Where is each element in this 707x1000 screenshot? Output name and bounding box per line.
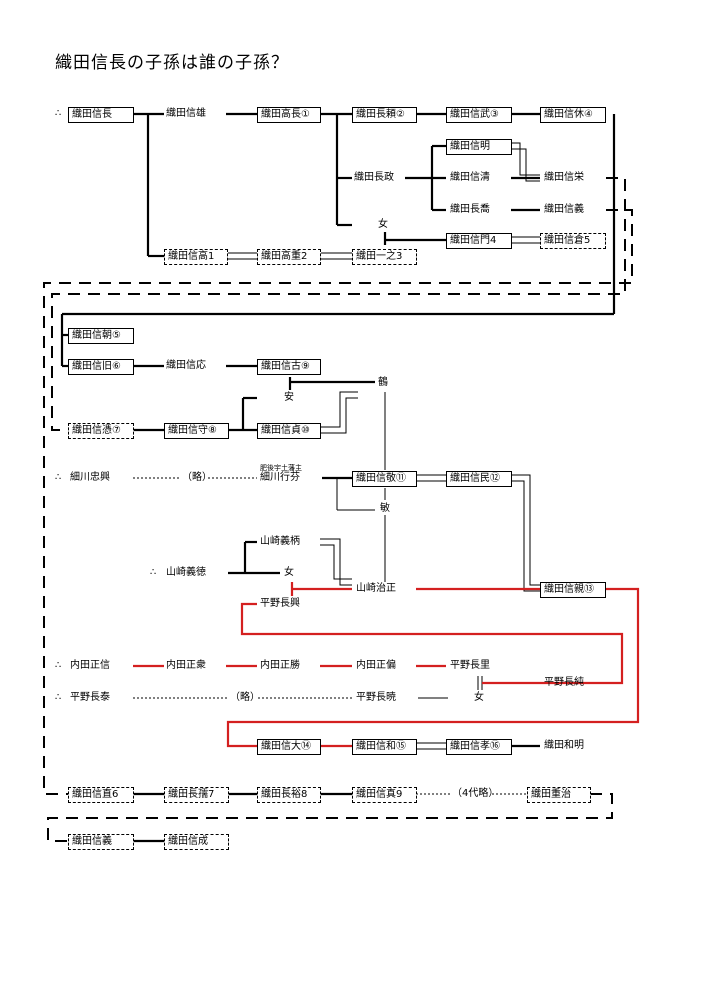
person-nobukazu: 織田信和⑮ [352, 739, 417, 755]
person-uchida-masanobu: 内田正信 [70, 660, 110, 671]
person-nobutomo: 織田信朝⑤ [68, 328, 134, 344]
omitted-4-generations: （4代略） [452, 788, 499, 799]
person-nagataka: 織田長喬 [450, 204, 490, 215]
person-yamazaki-harumasa: 山崎治正 [356, 583, 396, 594]
person-hirano-nagasato: 平野長里 [450, 660, 490, 671]
page-title: 織田信長の子孫は誰の子孫？ [55, 53, 289, 73]
red-lines [133, 582, 640, 748]
person-kazuaki: 織田和明 [544, 740, 584, 751]
person-nobuma: 織田信真9 [352, 787, 417, 803]
person-hirano-nagayasu: 平野長泰 [70, 692, 110, 703]
person-nobukado: 織田信門4 [446, 233, 512, 249]
person-nobumasa: 織田信応 [166, 360, 206, 371]
person-nobunori7: 織田信憑⑦ [68, 423, 134, 439]
person-nobuyoshi: 織田信義 [544, 204, 584, 215]
person-hosokawa-tadaoki: 細川忠興 [70, 472, 110, 483]
thin-lines [336, 392, 448, 699]
person-nobuyasu: 織田信休④ [540, 107, 606, 123]
dashed-lines [43, 177, 633, 842]
therefore-mark: ∴ [55, 108, 62, 119]
person-onna-2: 女 [284, 567, 294, 578]
person-uchida-masaoki: 内田正衆 [166, 660, 206, 671]
therefore-mark: ∴ [55, 660, 62, 671]
person-nobutaka1: 織田信高1 [164, 249, 228, 265]
person-nobutami: 織田信民⑫ [446, 471, 512, 487]
therefore-mark: ∴ [55, 692, 62, 703]
person-nobufuru: 織田信古⑨ [257, 359, 321, 375]
higo-uto-note: 肥後宇土藩主 [260, 464, 302, 472]
person-yasu: 安 [284, 392, 294, 403]
double-lines [226, 142, 540, 750]
therefore-mark: ∴ [150, 567, 157, 578]
person-nobuchika: 織田信親⑬ [540, 582, 606, 598]
person-nobuhiro: 織田信大⑭ [257, 739, 321, 755]
person-nobutake: 織田信武③ [446, 107, 512, 123]
person-nobukura: 織田信倉5 [540, 233, 606, 249]
person-shigeharu: 織田重治 [527, 787, 591, 803]
person-nobuhide: 織田信栄 [544, 172, 584, 183]
person-bin: 敏 [380, 503, 390, 514]
person-nobukiyo: 織田信清 [450, 172, 490, 183]
person-nobukatsu: 織田信雄 [166, 108, 206, 119]
person-uchida-masahen: 内田正偏 [356, 660, 396, 671]
person-onna-3: 女 [474, 692, 484, 703]
person-nobutaka16: 織田信孝⑯ [446, 739, 512, 755]
person-kazuyuki: 織田一之3 [352, 249, 417, 265]
person-nagahiro: 織田長裕8 [257, 787, 321, 803]
person-hirano-nagaaki: 平野長暁 [356, 692, 396, 703]
person-nobunori: 織田信旧⑥ [68, 359, 134, 375]
therefore-mark: ∴ [55, 472, 62, 483]
person-nobunaga: 織田信長 [68, 107, 134, 123]
person-nagayori: 織田長頼② [352, 107, 417, 123]
person-hirano-nagaoki: 平野長興 [260, 598, 300, 609]
person-yamazaki-yoshie: 山崎義柄 [260, 536, 300, 547]
person-nagaharu: 織田長孺7 [164, 787, 229, 803]
person-nobuyoshi-2: 織田信義 [68, 834, 134, 850]
person-takashige: 織田高重2 [257, 249, 321, 265]
person-nagamasa: 織田長政 [354, 172, 394, 183]
person-nobumori: 織田信守⑧ [164, 423, 229, 439]
person-nobuaki: 織田信明 [446, 139, 512, 155]
person-nobusada: 織田信貞⑩ [257, 423, 321, 439]
dotted-lines [133, 477, 527, 795]
person-onna-1: 女 [378, 219, 388, 230]
person-nobunari: 織田信成 [164, 834, 229, 850]
person-nobunao: 織田信直6 [68, 787, 134, 803]
person-takanaga: 織田高長① [257, 107, 321, 123]
person-uchida-masakatsu: 内田正勝 [260, 660, 300, 671]
person-yamazaki-yoshinori: 山崎義徳 [166, 567, 206, 578]
black-lines [60, 112, 616, 843]
omitted-note: （略） [182, 472, 212, 483]
person-hirano-nagasumi: 平野長純 [544, 677, 584, 688]
omitted-note: （略） [230, 692, 260, 703]
person-hosokawa-yukimichi: 細川行芬 [260, 472, 300, 483]
person-tsuru: 鶴 [378, 377, 388, 388]
person-nobutoshi: 織田信敬⑪ [352, 471, 417, 487]
